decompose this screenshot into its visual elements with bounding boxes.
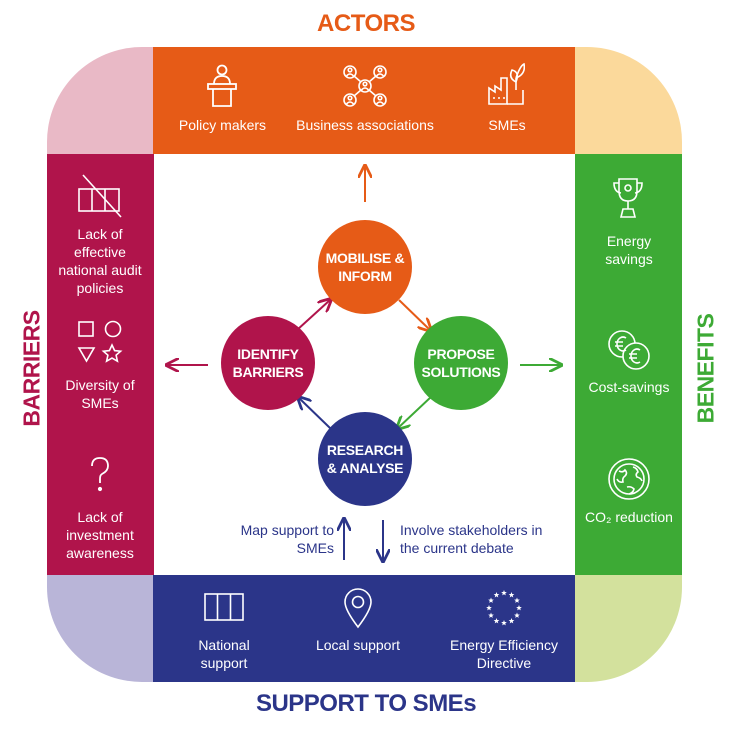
eu-stars-icon [484,588,524,628]
barrier-label-audit-policies: Lack of effective national audit policie… [58,226,142,296]
barrier-label-investment: Lack of investment awareness [66,509,134,561]
eu-star [516,605,522,611]
eu-star [501,620,507,626]
network-people-icon [342,64,388,108]
map-pin-icon [343,587,373,629]
eu-star [488,597,494,603]
actors-title: ACTORS [317,10,415,37]
benefit-label-co2-reduction: CO₂ reduction [585,509,673,525]
circle-research-analyse: RESEARCH & ANALYSE [318,412,412,506]
crossed-document-icon [77,173,125,223]
support-label-national: National support [198,637,250,671]
eu-star [514,597,520,603]
circle-mobilise-inform: MOBILISE & INFORM [318,220,412,314]
eu-star [501,590,507,596]
actor-label-business-associations: Business associations [296,117,434,133]
shapes-icon [76,319,124,365]
benefit-label-energy-savings: Energy savings [605,233,653,267]
arrow-mobilise-to-propose [398,299,430,330]
support-title: SUPPORT TO SMEs [255,690,477,717]
actor-label-smes: SMEs [488,117,526,133]
eu-star [488,612,494,618]
support-label-eed: Energy Efficiency Directive [450,637,558,671]
circle-propose-solutions: PROPOSE SOLUTIONS [414,316,508,410]
trophy-icon [611,176,645,220]
eu-star [493,617,500,624]
eu-star [493,592,500,598]
note-involve-stakeholders: Involve stakeholders in the current deba… [400,522,543,556]
globe-icon [607,457,651,501]
question-mark-icon [87,455,113,495]
arrow-propose-to-research [398,395,433,428]
support-label-local: Local support [315,637,401,653]
eu-star [514,612,520,618]
factory-plant-icon [487,60,525,106]
podium-icon [205,62,239,108]
arrow-identify-to-mobilise [296,300,330,331]
circle-identify-barriers: IDENTIFY BARRIERS [221,316,315,410]
eu-star [508,592,515,598]
benefit-label-cost-savings: Cost-savings [588,379,670,395]
arrow-research-to-identify [299,398,331,429]
note-map-support: Map support to SMEs [240,522,334,556]
columns-icon [203,592,245,622]
eu-star [508,617,515,624]
barrier-label-diversity: Diversity of SMEs [65,377,135,411]
euro-coins-icon [607,329,651,371]
actor-label-policy-makers: Policy makers [178,117,267,133]
barriers-panel [47,154,154,575]
eu-star [486,605,492,611]
